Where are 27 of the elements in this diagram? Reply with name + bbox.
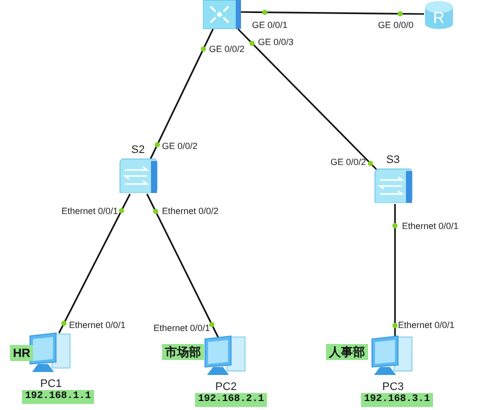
port-label: GE 0/0/3 — [258, 37, 294, 47]
department-tag: 人事部 — [326, 344, 368, 360]
core-switch-icon — [203, 0, 241, 29]
port-label: Ethernet 0/0/1 — [402, 221, 459, 231]
ip-address-tag: 192.168.2.1 — [195, 393, 268, 407]
port-label: GE 0/0/2 — [330, 157, 366, 167]
port-label: Ethernet 0/0/1 — [153, 323, 210, 333]
device-label: PC3 — [382, 381, 404, 393]
port-label: GE 0/0/1 — [252, 20, 288, 30]
ip-address-tag: 192.168.3.1 — [361, 393, 434, 407]
device-label: PC2 — [215, 381, 237, 393]
port-label: GE 0/0/0 — [378, 20, 414, 30]
department-tag: 市场部 — [162, 344, 204, 360]
department-tag: HR — [10, 345, 34, 361]
device-label: PC1 — [40, 378, 62, 390]
link-line — [241, 11, 424, 15]
port-label: Ethernet 0/0/2 — [162, 206, 219, 216]
port-label: GE 0/0/2 — [209, 44, 245, 54]
device-label: S2 — [131, 144, 145, 156]
ip-address-tag: 192.168.1.1 — [22, 390, 94, 404]
link-line — [146, 194, 220, 340]
port-label: Ethernet 0/0/1 — [69, 320, 126, 330]
port-label: GE 0/0/2 — [162, 141, 198, 151]
port-label: Ethernet 0/0/1 — [61, 206, 118, 216]
router-letter: R — [433, 10, 445, 27]
device-label: S3 — [386, 154, 400, 166]
port-label: Ethernet 0/0/1 — [398, 320, 455, 330]
